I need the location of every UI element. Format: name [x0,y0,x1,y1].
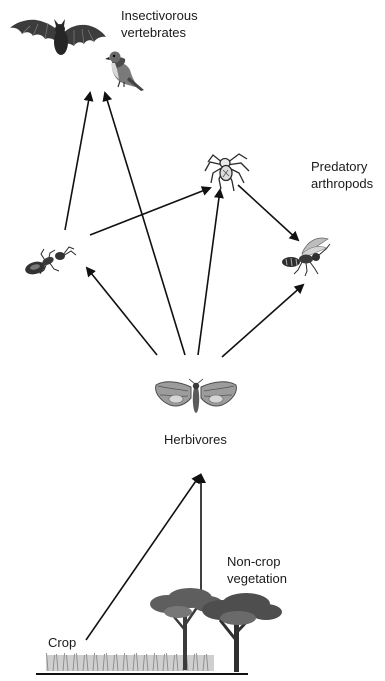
crop-field-icon [36,653,248,674]
spider-icon [205,154,249,191]
arrow-herbivores-to-ant [87,268,157,355]
arrow-ant-to-vertebrates [65,93,90,230]
label-predatory-arthropods: Predatory arthropods [311,158,373,192]
bat-icon [10,19,106,55]
arrow-ant-to-spider [90,188,210,235]
arrow-herbivores-to-wasp [222,285,303,357]
moth-icon [156,379,237,413]
ant-icon [24,247,76,276]
arrow-herbivores-to-spider [198,190,220,355]
label-non-crop-vegetation: Non-crop vegetation [227,553,287,587]
bird-icon [105,52,144,92]
wasp-icon [282,238,330,276]
arrow-spider-to-wasp [238,185,298,240]
label-herbivores: Herbivores [164,431,227,448]
label-insectivorous-vertebrates: Insectivorous vertebrates [121,7,198,41]
label-crop: Crop [48,634,76,651]
